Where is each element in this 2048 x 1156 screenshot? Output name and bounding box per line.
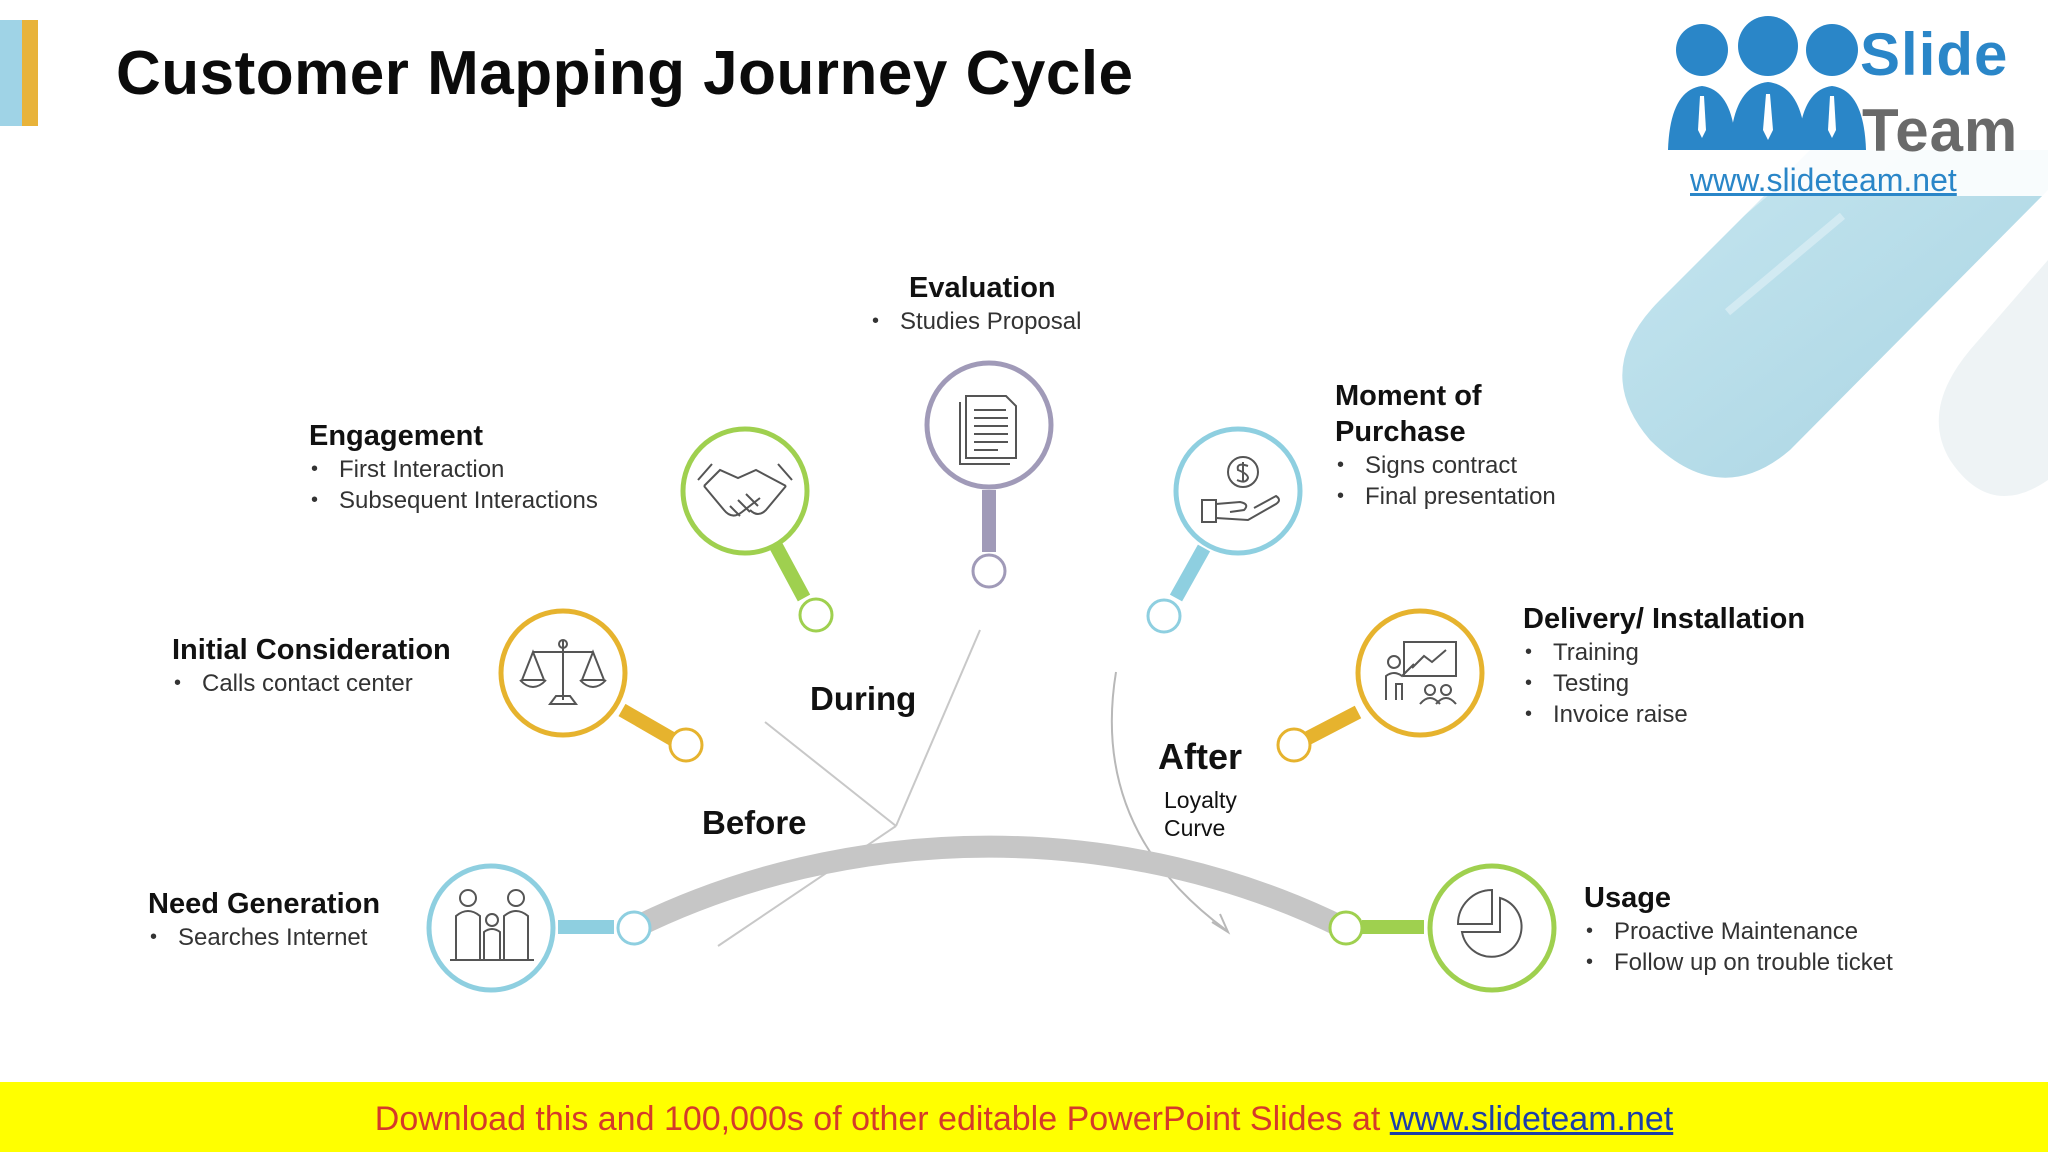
node-delivery: [1276, 727, 1312, 763]
arrow-head-icon: [1211, 913, 1231, 935]
step-title-line2: Purchase: [1335, 416, 1466, 448]
step-bullet: Invoice raise: [1523, 699, 1805, 730]
banner-text: Download this and 100,000s of other edit…: [374, 1100, 1390, 1138]
step-moment-of-purchase: Moment of Purchase Signs contract Final …: [1335, 378, 1556, 512]
connector-initial-consideration: [618, 703, 678, 747]
step-title: Evaluation: [909, 272, 1056, 304]
step-delivery-installation: Delivery/ Installation Training Testing …: [1523, 601, 1805, 730]
step-bullet: Calls contact center: [172, 668, 451, 699]
node-usage: [1328, 910, 1364, 946]
journey-arc: [629, 835, 1349, 938]
node-need-generation: [616, 910, 652, 946]
node-evaluation: [971, 553, 1007, 589]
step-title: Initial Consideration: [172, 634, 451, 666]
family-icon: [450, 889, 534, 961]
step-bullet: Proactive Maintenance: [1584, 916, 1893, 947]
step-need-generation: Need Generation Searches Internet: [148, 886, 380, 953]
step-bullet: Final presentation: [1335, 481, 1556, 512]
slideteam-logo[interactable]: Slide Team www.slideteam.net: [1640, 0, 2048, 200]
connector-moment-of-purchase: [1169, 544, 1211, 602]
step-bullet: Follow up on trouble ticket: [1584, 947, 1893, 978]
step-title: Need Generation: [148, 888, 381, 920]
logo-word-slide: Slide: [1860, 21, 2009, 88]
document-icon: [959, 395, 1017, 465]
people-logo-icon: [1668, 16, 1866, 150]
logo-url[interactable]: www.slideteam.net: [1690, 162, 1957, 198]
node-engagement: [798, 597, 834, 633]
step-initial-consideration: Initial Consideration Calls contact cent…: [172, 632, 451, 699]
banner-link[interactable]: www.slideteam.net: [1389, 1100, 1674, 1138]
connector-need-generation: [558, 920, 614, 934]
journey-diagram: [426, 360, 1557, 993]
loyalty-curve-arrow: [1110, 671, 1227, 931]
circle-engagement: [680, 426, 810, 556]
step-bullet: First Interaction: [309, 454, 598, 485]
step-bullet: Training: [1523, 637, 1805, 668]
phase-after-label: After: [1158, 736, 1243, 777]
title-accent-bar: [0, 20, 38, 126]
step-bullet: Subsequent Interactions: [309, 485, 598, 516]
loyalty-label: Loyalty: [1164, 787, 1237, 813]
circle-moment-of-purchase: [1173, 426, 1303, 556]
page-title: Customer Mapping Journey Cycle: [116, 39, 1134, 108]
step-bullet: Signs contract: [1335, 450, 1556, 481]
step-engagement: Engagement First Interaction Subsequent …: [309, 418, 598, 516]
during-divider-line: [895, 629, 981, 827]
handshake-icon: [697, 463, 793, 517]
pie-chart-icon: [1456, 888, 1523, 958]
circle-usage: [1427, 863, 1557, 993]
step-title: Usage: [1584, 882, 1672, 914]
circle-need-generation: [426, 863, 556, 993]
step-title: Delivery/ Installation: [1523, 603, 1806, 635]
step-usage: Usage Proactive Maintenance Follow up on…: [1584, 880, 1893, 978]
money-hand-icon: [1201, 456, 1280, 523]
logo-word-team: Team: [1862, 97, 2019, 164]
step-title-line1: Moment of: [1335, 380, 1482, 412]
circle-delivery: [1355, 608, 1485, 738]
connector-delivery: [1304, 705, 1362, 745]
step-title: Engagement: [309, 420, 484, 452]
connector-usage: [1362, 920, 1424, 934]
connector-evaluation: [982, 490, 996, 552]
connector-engagement: [769, 542, 811, 602]
scales-icon: [519, 639, 607, 705]
presentation-icon: [1385, 641, 1457, 705]
step-bullet: Studies Proposal: [870, 306, 1081, 337]
step-bullet: Testing: [1523, 668, 1805, 699]
curve-label: Curve: [1164, 815, 1226, 841]
step-bullet: Searches Internet: [148, 922, 380, 953]
node-moment-of-purchase: [1146, 598, 1182, 634]
decorative-shape: [1622, 150, 2048, 496]
phase-before-label: Before: [702, 804, 807, 841]
phase-during-label: During: [810, 680, 917, 717]
download-banner: Download this and 100,000s of other edit…: [0, 1082, 2048, 1152]
node-initial-consideration: [668, 727, 704, 763]
before-divider-line: [764, 721, 897, 827]
step-evaluation: Evaluation Studies Proposal: [870, 270, 1081, 337]
